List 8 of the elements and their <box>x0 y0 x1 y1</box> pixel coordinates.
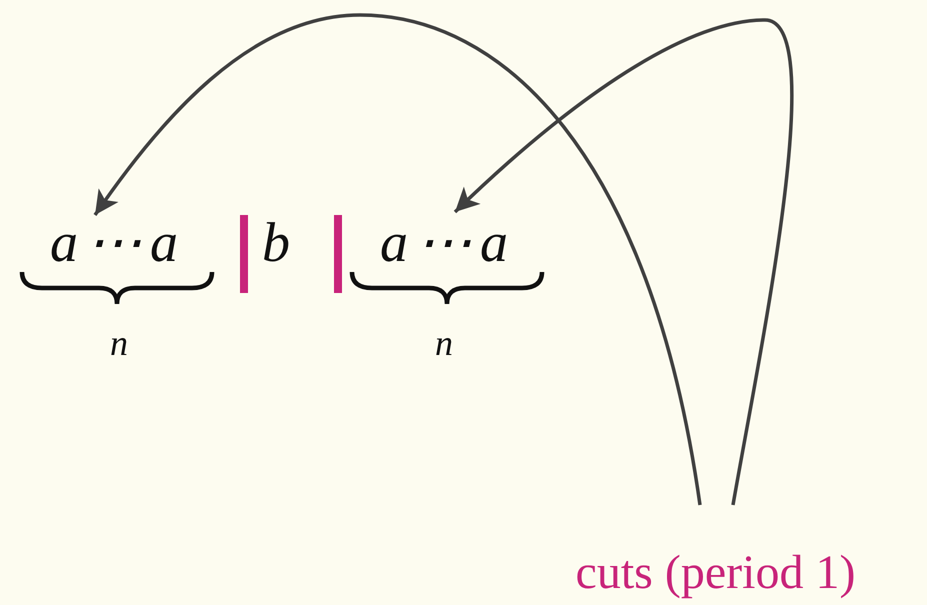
arrow <box>454 18 794 506</box>
math-expression: a⋯a <box>380 215 516 271</box>
arrow <box>94 13 702 506</box>
brace-label: n <box>110 325 136 361</box>
math-expression: a⋯a <box>50 215 186 271</box>
brace-label: n <box>435 325 461 361</box>
annotation-text: cuts (period 1) <box>576 549 856 597</box>
math-symbol: b <box>262 215 298 271</box>
